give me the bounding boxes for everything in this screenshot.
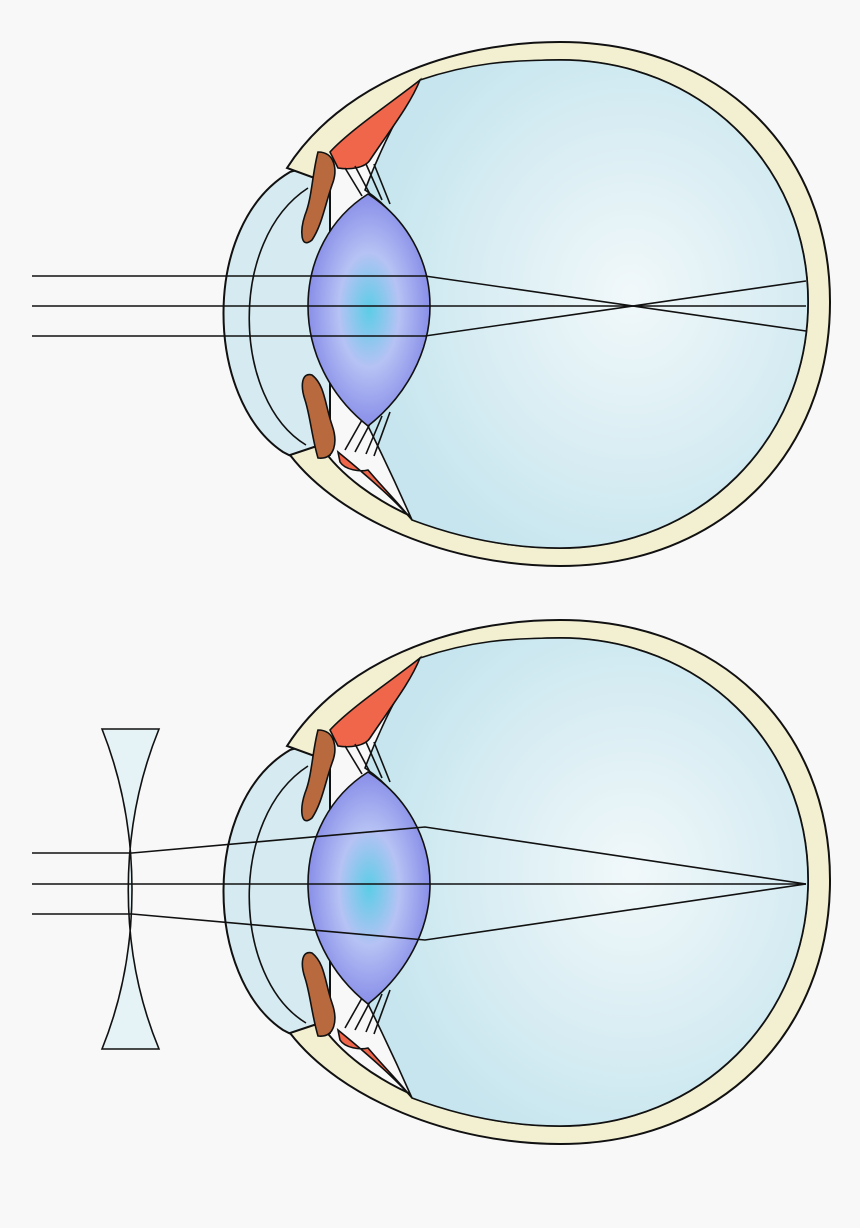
concave-corrective-lens bbox=[100, 728, 161, 1050]
eye-uncorrected bbox=[32, 40, 832, 568]
zonule-fibers-top bbox=[344, 163, 391, 205]
iris-top bbox=[301, 729, 336, 822]
ciliary-muscle-top bbox=[329, 77, 422, 170]
ray-bottom bbox=[32, 883, 807, 941]
cornea-inner-line bbox=[248, 765, 309, 1024]
iris-bottom bbox=[301, 951, 336, 1037]
zonule-fibers-top bbox=[344, 741, 391, 783]
crystalline-lens bbox=[307, 193, 431, 428]
light-rays-uncorrected bbox=[32, 275, 807, 337]
iris-bottom bbox=[301, 373, 336, 459]
ciliary-muscle-bottom bbox=[336, 1027, 413, 1099]
light-rays-corrected bbox=[32, 826, 807, 941]
cornea-inner-line bbox=[248, 187, 309, 446]
ray-top bbox=[32, 826, 807, 885]
ray-bottom bbox=[32, 280, 807, 337]
iris-top bbox=[301, 151, 336, 244]
ciliary-muscle-bottom bbox=[336, 449, 413, 521]
ray-top bbox=[32, 275, 807, 332]
eye-corrected bbox=[222, 618, 832, 1146]
ciliary-muscle-top bbox=[329, 655, 422, 748]
